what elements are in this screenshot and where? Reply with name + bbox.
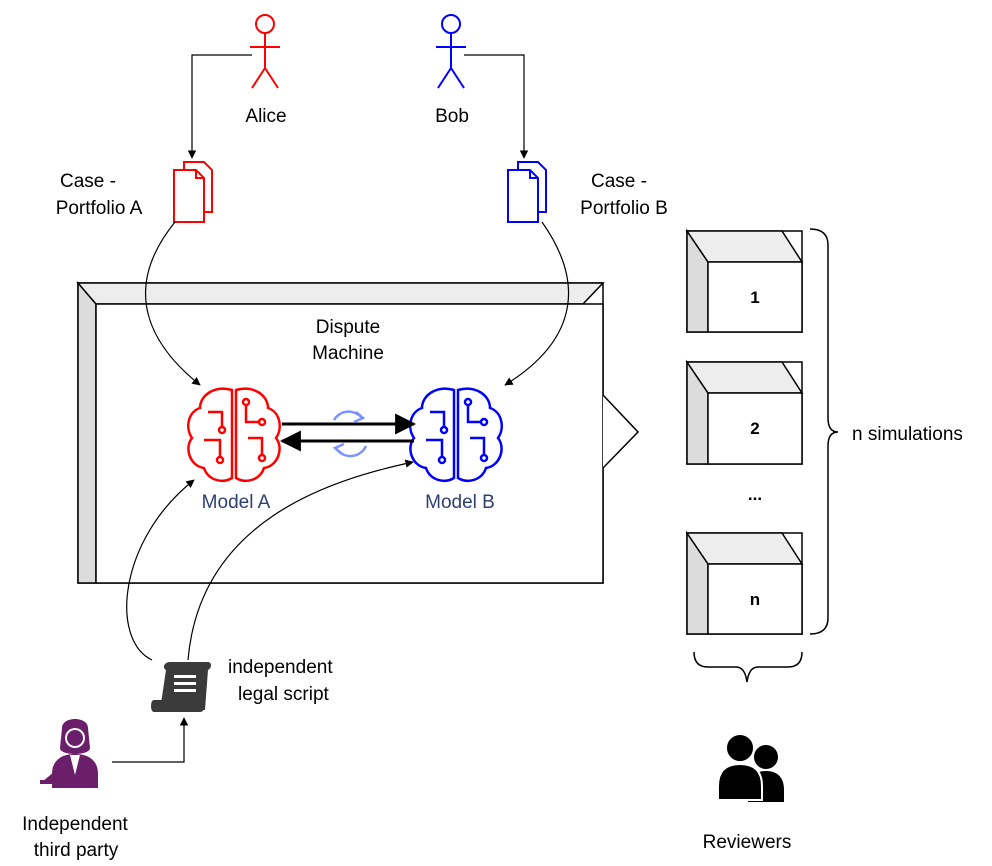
portfolio-b-to-model-b-arrow [504, 221, 570, 386]
third-party-to-script-arrow [112, 717, 189, 763]
alice-to-portfolio-arrow [187, 54, 252, 159]
alice-actor-icon [250, 14, 280, 89]
simulation-cube-n [685, 530, 804, 635]
reviewers-label: Reviewers [703, 832, 792, 853]
legal-script-label-line2: legal script [238, 684, 330, 705]
model-a-label: Model A [202, 492, 271, 513]
portfolio-b-label-line2: Portfolio B [580, 198, 668, 219]
model-b-label: Model B [425, 492, 495, 513]
simulation-cube-n-label: n [750, 590, 760, 609]
simulation-cube-1-label: 1 [750, 288, 759, 307]
bob-label: Bob [435, 106, 469, 127]
portfolio-a-label-line1: Case - [60, 171, 116, 192]
portfolio-a-document-icon [173, 161, 213, 223]
simulation-cube-2-label: 2 [750, 419, 759, 438]
bob-actor-icon [436, 14, 466, 89]
third-party-label-line1: Independent [22, 814, 128, 835]
portfolio-a-label-line2: Portfolio A [56, 198, 143, 219]
script-to-model-a-arrow [126, 479, 195, 661]
machine-title-line2: Machine [312, 343, 384, 364]
reviewers-brace [693, 651, 803, 683]
simulation-cube-1 [685, 228, 804, 333]
third-party-label-line2: third party [34, 840, 119, 861]
scroll-icon [151, 662, 211, 712]
simulations-brace-label: n simulations [852, 424, 963, 445]
bob-to-portfolio-arrow [464, 54, 529, 159]
machine-pointer [602, 394, 640, 469]
machine-title-line1: Dispute [316, 317, 380, 338]
users-icon [717, 733, 784, 802]
judge-icon [40, 719, 98, 788]
simulation-cube-2 [685, 359, 804, 465]
portfolio-b-document-icon [507, 161, 547, 223]
alice-label: Alice [245, 106, 286, 127]
legal-script-label-line1: independent [228, 657, 333, 678]
portfolio-a-to-model-a-arrow [145, 221, 201, 386]
model-b-brain-icon [409, 387, 503, 482]
simulation-ellipsis: ... [748, 485, 762, 504]
sync-icon [332, 410, 368, 458]
script-to-model-b-arrow [187, 459, 414, 661]
model-a-brain-icon [187, 387, 281, 482]
portfolio-b-label-line1: Case - [591, 171, 647, 192]
dispute-machine-box [76, 280, 605, 584]
simulations-brace [809, 228, 839, 635]
